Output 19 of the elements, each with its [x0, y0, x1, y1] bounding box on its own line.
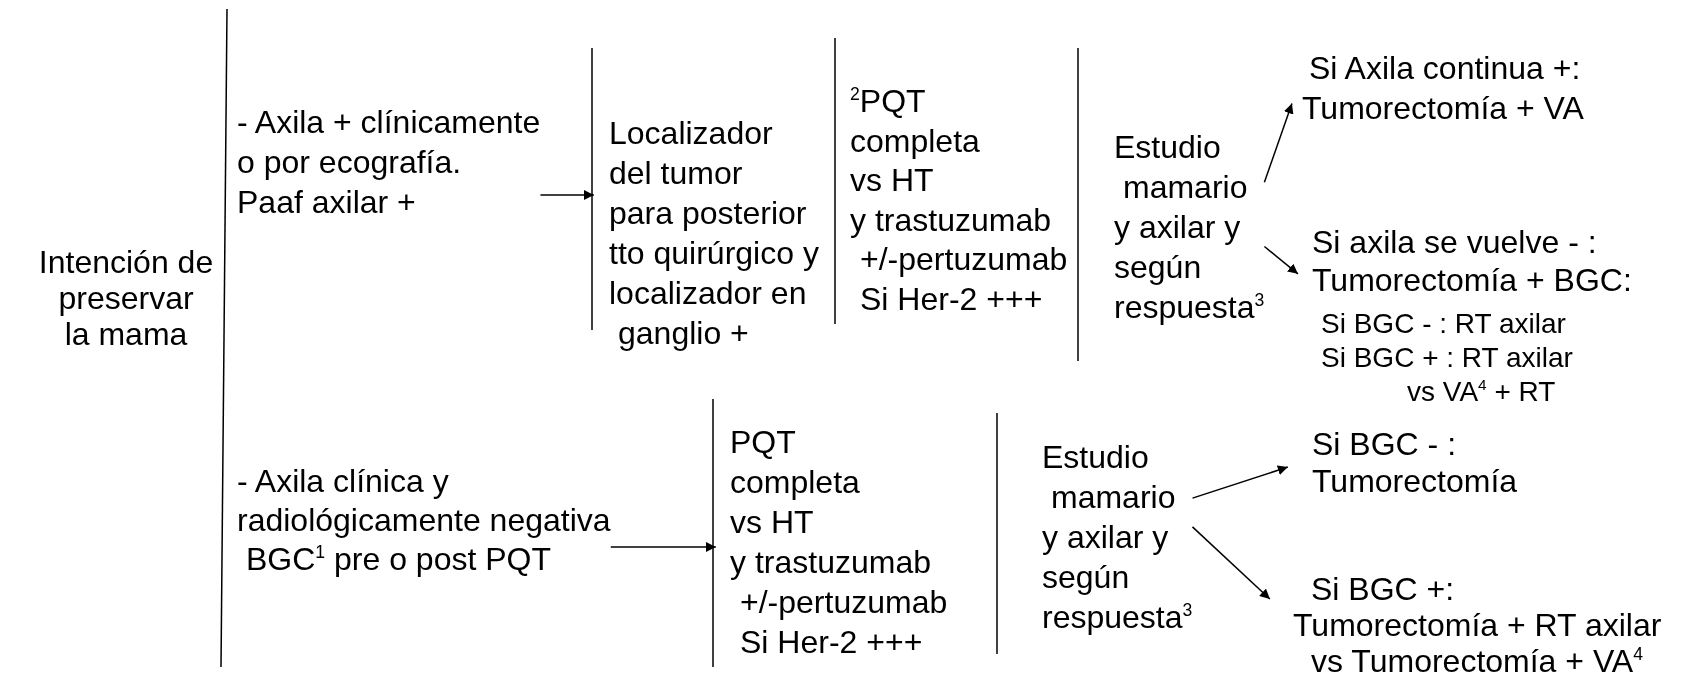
- arrow: [1263, 245, 1299, 275]
- outcome-text: Si Axila continua +: Tumorectomía + VA: [1292, 48, 1584, 128]
- outcome-detail-text: Si BGC - : RT axilar Si BGC + : RT axilar vs VA$^{4}$ + RT: [1320, 307, 1574, 409]
- treatment-text: $^{2}$PQT completa vs HT y trastuzumab +/-pertuzumab Si Her-2 +++: [850, 82, 1068, 320]
- condition-text: - Axila clínica y radiológicamente negativa BGC$^{1}$ pre o post PQT: [237, 462, 611, 579]
- arrow: [539, 190, 595, 200]
- step-text: Estudio mamario y axilar y según respuesta$^{3}$: [1114, 127, 1265, 327]
- outcome-text: Si BGC - : Tumorectomía: [1288, 426, 1518, 500]
- step-text: Localizador del tumor para posterior tto quirúrgico y localizador en ganglio +: [594, 113, 819, 353]
- treatment-text: PQT completa vs HT y trastuzumab +/-pertuzumab Si Her-2 +++: [716, 422, 948, 662]
- topic-text: Intención de preservar la mama: [30, 244, 222, 352]
- arrow: [610, 542, 717, 552]
- step-text: Estudio mamario y axilar y según respuesta$^{3}$: [1042, 437, 1193, 637]
- arrow: [1263, 102, 1294, 184]
- arrow: [1191, 526, 1271, 600]
- arrow: [1191, 465, 1289, 499]
- outcome-text: Si axila se vuelve - : Tumorectomía + BGC:: [1312, 223, 1632, 299]
- outcome-text: Si BGC +: Tumorectomía + RT axilar vs Tumorectomía + VA$^{4}$: [1270, 571, 1662, 679]
- condition-text: - Axila + clínicamente o por ecografía. Paaf axilar +: [237, 102, 541, 222]
